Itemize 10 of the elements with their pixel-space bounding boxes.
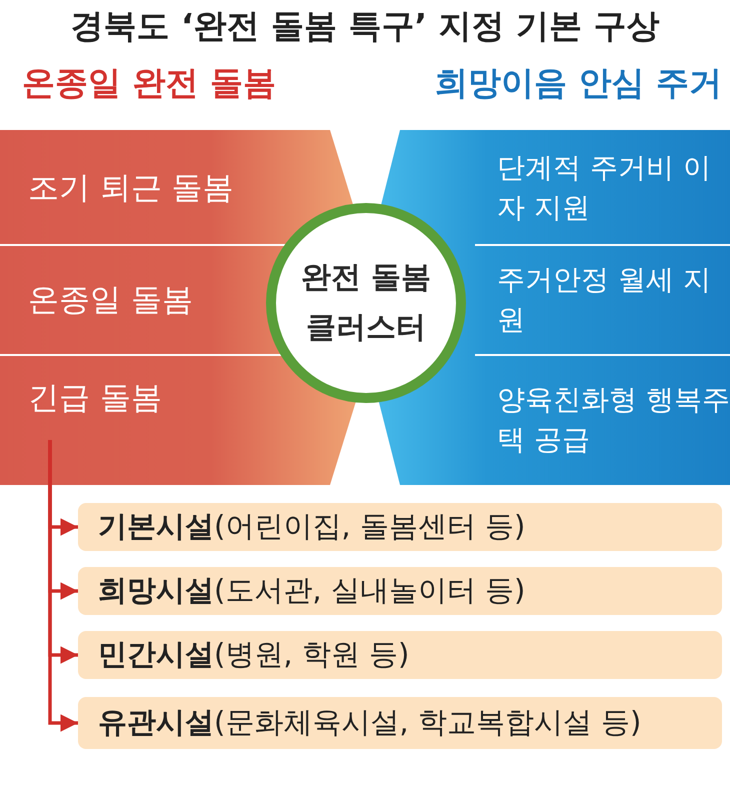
title-text: 경북도 ‘완전 돌봄 특구’ 지정 기본 구상 xyxy=(69,5,660,47)
list-item: 단계적 주거비 이자 지원 xyxy=(475,130,730,245)
panel-heading: 온종일 완전 돌봄 xyxy=(22,62,276,104)
list-item: 양육친화형 행복주택 공급 xyxy=(475,355,730,485)
panel-heading: 희망이음 안심 주거 xyxy=(435,62,722,104)
facility-bar: 희망시설(도서관, 실내놀이터 등) xyxy=(78,567,722,615)
list-item: 주거안정 월세 지원 xyxy=(475,245,730,355)
facility-bar: 유관시설(문화체육시설, 학교복합시설 등) xyxy=(78,697,722,749)
facility-bar: 민간시설(병원, 학원 등) xyxy=(78,631,722,679)
facility-bar: 기본시설(어린이집, 돌봄센터 등) xyxy=(78,503,722,551)
